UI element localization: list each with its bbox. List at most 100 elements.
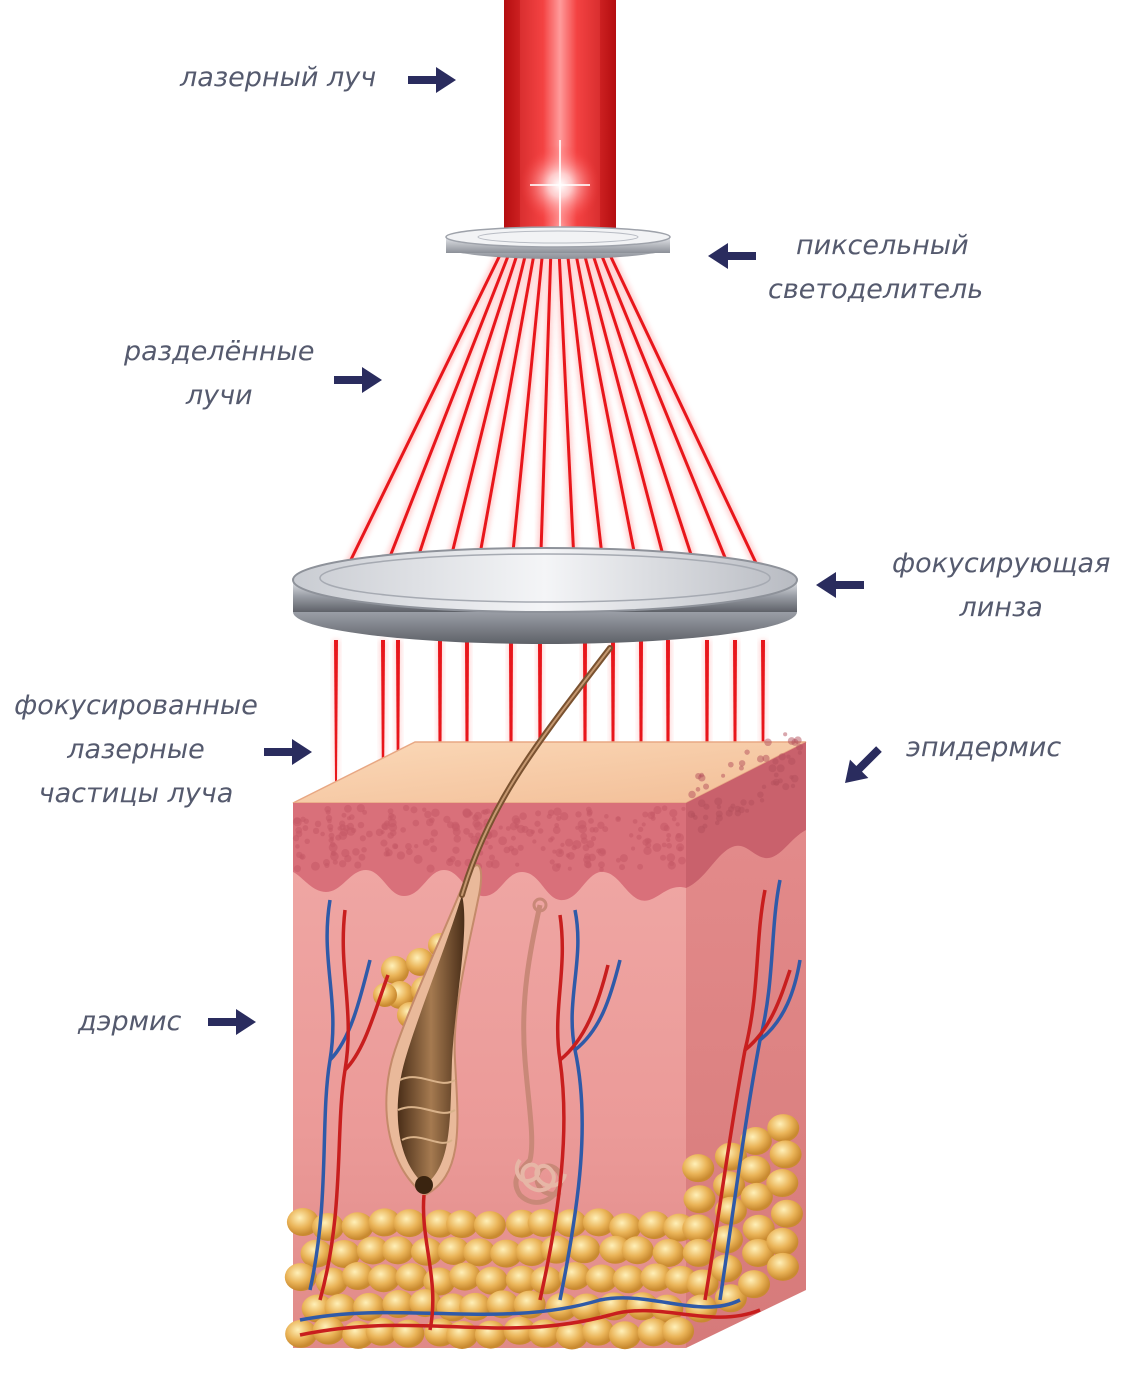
fat-cell [662,1317,695,1346]
focused-beam [334,640,338,880]
label-line: линза [959,592,1043,623]
fat-cell [585,1264,618,1293]
label-line: лазерные [67,734,205,765]
fat-cell [328,1239,361,1268]
artery [421,1194,435,1331]
fat-cell [682,1154,715,1183]
fat-cell [767,1114,800,1143]
pointer-arrows [208,67,882,1035]
vein [558,909,584,1301]
split-beam [574,254,642,583]
fat-cell [582,1208,615,1237]
arrow-icon [816,572,864,598]
focusing-lens [292,547,798,644]
fat-cell [503,1316,536,1345]
fat-cell [473,1211,506,1240]
arrow-icon [264,739,312,765]
hair-follicle [385,645,613,1197]
fat-cell [446,1210,479,1239]
fat-cell [568,1235,601,1264]
split-beam [566,254,607,583]
fat-cell [341,1212,374,1241]
fat-cell [448,1262,481,1291]
fat-cell [738,1155,771,1184]
label-line: фокусирующая [892,548,1111,579]
fat-cell [683,1185,716,1214]
label-dermis: дэрмис [78,1000,181,1044]
split-beam [443,254,527,583]
vein [573,959,622,1052]
fat-cell [609,1213,642,1242]
artery [703,889,767,1301]
arrow-icon [334,367,382,393]
label-line: дэрмис [78,1006,182,1037]
fat-cell [312,1212,345,1241]
skin-block [284,645,807,1350]
label-epidermis: эпидермис [906,726,1061,770]
arrow-icon [208,1009,256,1035]
fat-cell [505,1265,538,1294]
fat-cell [463,1238,496,1267]
pixel-splitter [445,226,671,259]
split-beam [600,254,737,583]
split-beam [557,254,577,583]
fat-cell [714,1196,747,1225]
vein [299,1296,741,1322]
split-beam [591,254,702,583]
label-line: эпидермис [906,732,1062,763]
fat-cell [554,1209,587,1238]
label-line: фокусированные [14,690,258,721]
fat-cell [474,1320,507,1349]
arrow-icon [708,243,756,269]
fat-cell [682,1214,715,1243]
fat-cell [395,1263,428,1292]
artery [558,964,610,1062]
arrow-icon [845,746,882,783]
fat-cell [341,1262,374,1291]
fat-cell [367,1264,400,1293]
label-focusing-lens: фокусирующая линза [892,542,1110,630]
fat-cell [769,1140,802,1169]
fat-cell [437,1236,470,1265]
laser-beam [504,0,616,245]
fat-cell [770,1199,803,1228]
fat-cell [475,1266,508,1295]
label-line: лазерный луч [180,62,377,93]
vein [328,959,372,1062]
fat-cell [638,1211,671,1240]
split-beams [336,253,769,584]
blood-vessels [299,879,802,1337]
fat-cell [742,1238,775,1267]
fat-cell [612,1265,645,1294]
fat-cell [766,1169,799,1198]
fat-cell [710,1225,743,1254]
fat-cell [766,1252,799,1281]
arrow-icon [408,67,456,93]
label-split-beams: разделённые лучи [124,330,314,418]
fat-cell [286,1208,319,1237]
label-line: частицы луча [38,778,234,809]
fat-cell [284,1263,317,1292]
label-line: пиксельный [796,230,969,261]
split-beam [538,254,553,583]
split-beam [378,254,510,583]
vein [718,879,782,1301]
label-laser-beam: лазерный луч [180,56,376,100]
fat-cell [515,1238,548,1267]
artery [743,969,792,1052]
fat-cell [599,1235,632,1264]
fat-cell [368,1208,401,1237]
split-beam [408,254,519,583]
fat-cell [353,1292,386,1321]
fat-cell [608,1321,641,1350]
fat-cell [742,1214,775,1243]
fat-cell [739,1127,772,1156]
artery [299,1308,761,1337]
fat-cell [621,1236,654,1265]
label-pixel-splitter: пиксельный светоделитель [768,224,983,312]
artery [343,974,390,1072]
vein [308,899,335,1291]
split-beam [338,254,502,583]
fat-cell [459,1292,492,1321]
